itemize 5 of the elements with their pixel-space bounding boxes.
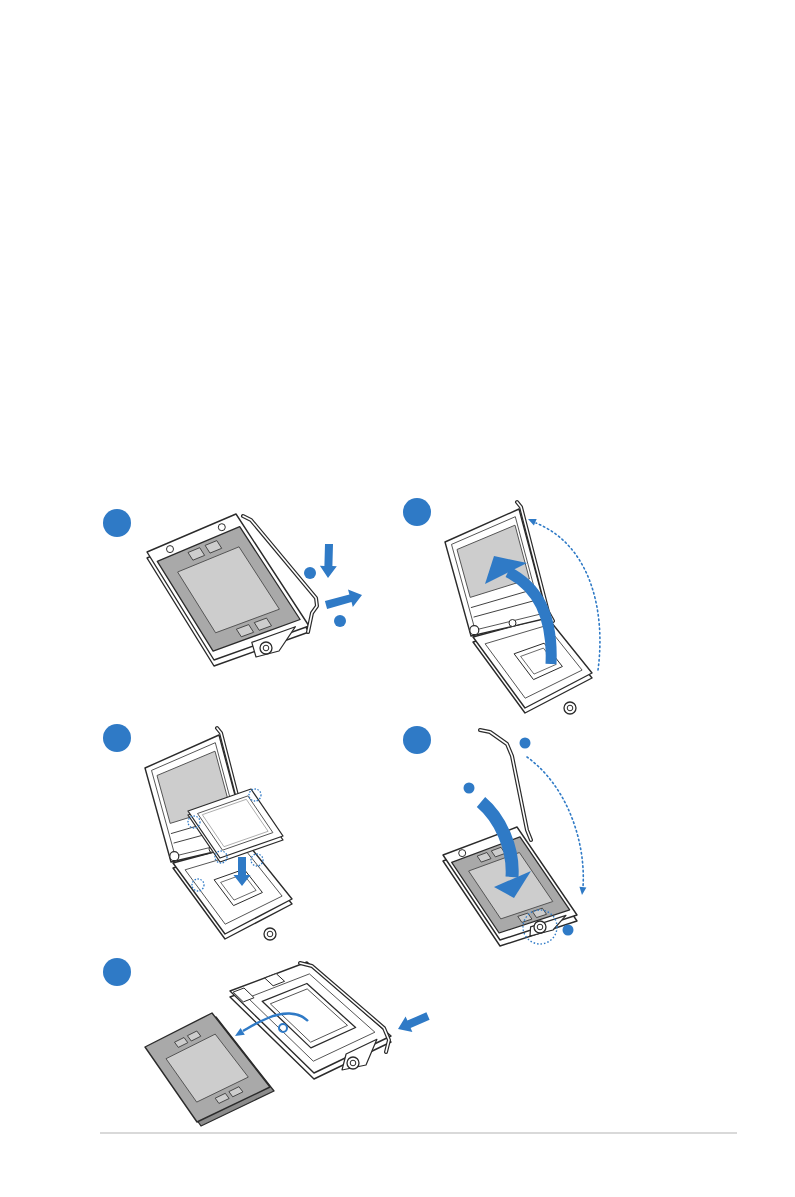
step-marker-icon bbox=[103, 958, 131, 986]
step-marker-icon bbox=[403, 726, 431, 754]
step-marker-icon bbox=[403, 498, 431, 526]
step-marker-icon bbox=[103, 724, 131, 752]
step-marker-icon bbox=[103, 509, 131, 537]
